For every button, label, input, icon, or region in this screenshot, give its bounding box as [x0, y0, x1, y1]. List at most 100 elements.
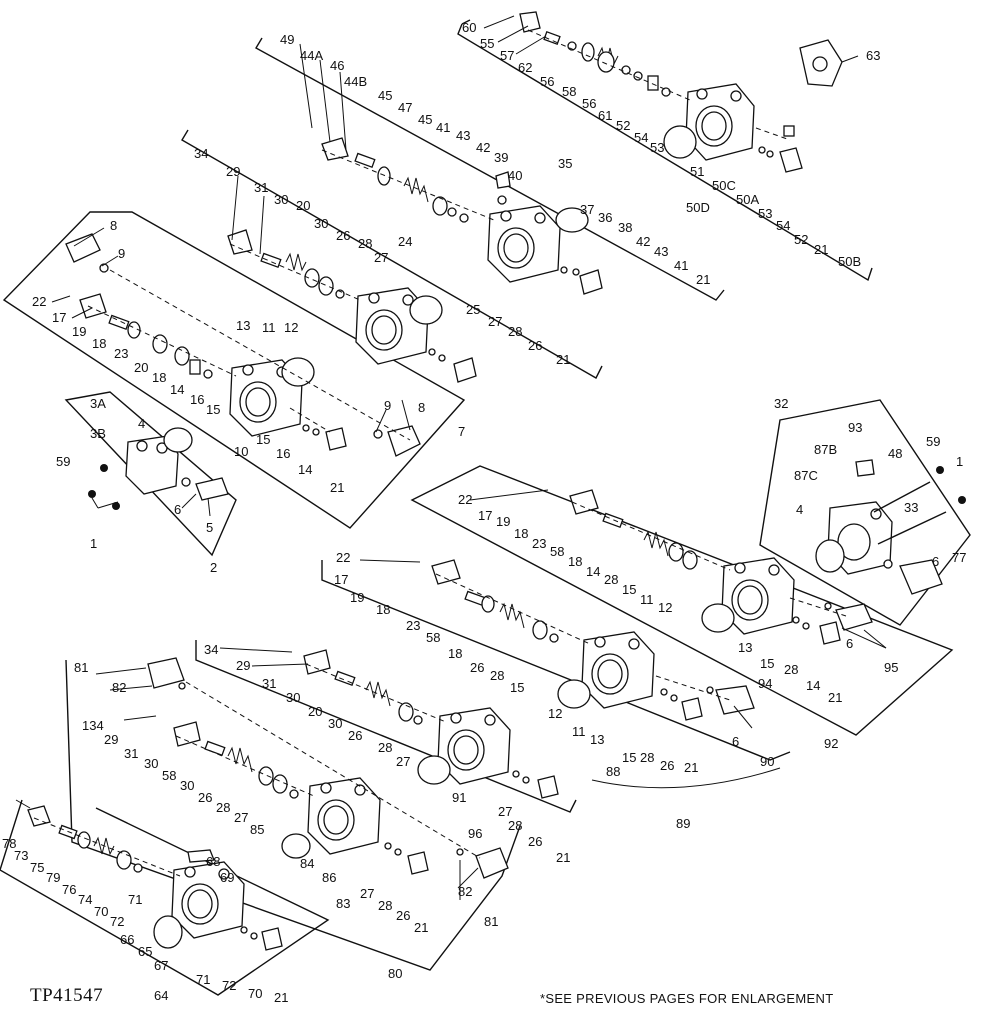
callout: 18: [376, 602, 390, 617]
small-parts: [27, 11, 966, 951]
callout: 8: [110, 218, 117, 233]
callout: 59: [56, 454, 70, 469]
callout: 25: [466, 302, 480, 317]
callout: 14: [170, 382, 184, 397]
callout: 18: [152, 370, 166, 385]
valve-bodies: [125, 83, 893, 939]
callout: 26: [396, 908, 410, 923]
callout: 75: [30, 860, 44, 875]
callout: 30: [286, 690, 300, 705]
callout: 64: [154, 988, 168, 1003]
callout: 45: [378, 88, 392, 103]
callout: 18: [514, 526, 528, 541]
callout: 27: [396, 754, 410, 769]
callout: 67: [154, 958, 168, 973]
callout: 6: [846, 636, 853, 651]
callout: 35: [558, 156, 572, 171]
callout: 15: [510, 680, 524, 695]
footnote: *SEE PREVIOUS PAGES FOR ENLARGEMENT: [540, 991, 834, 1006]
callout: 14: [298, 462, 312, 477]
callout: 63: [866, 48, 880, 63]
callout: 28: [640, 750, 654, 765]
callout: 92: [824, 736, 838, 751]
callout: 16: [276, 446, 290, 461]
callout: 36: [598, 210, 612, 225]
callout: 31: [262, 676, 276, 691]
callout: 31: [124, 746, 138, 761]
callout: 19: [350, 590, 364, 605]
callout: 88: [606, 764, 620, 779]
callout: 15: [622, 582, 636, 597]
callout: 31: [254, 180, 268, 195]
callout: 72: [222, 978, 236, 993]
callout: 13: [236, 318, 250, 333]
callout: 21: [814, 242, 828, 257]
callout: 21: [684, 760, 698, 775]
callout: 28: [508, 324, 522, 339]
callout: 26: [198, 790, 212, 805]
callout: 17: [52, 310, 66, 325]
callout: 46: [330, 58, 344, 73]
callout: 44B: [344, 74, 367, 89]
callout: 30: [274, 192, 288, 207]
callout: 18: [448, 646, 462, 661]
callout: 22: [32, 294, 46, 309]
callout: 11: [640, 592, 654, 607]
callout: 34: [194, 146, 208, 161]
callout: 50A: [736, 192, 759, 207]
callout: 95: [884, 660, 898, 675]
callout: 58: [162, 768, 176, 783]
callout: 20: [296, 198, 310, 213]
callout: 55: [480, 36, 494, 51]
callout: 73: [14, 848, 28, 863]
callout: 77: [952, 550, 966, 565]
callout: 21: [556, 850, 570, 865]
callout-labels: 60 55 57 62 56 58 56 61 52 54 53 51 50C …: [2, 20, 966, 1005]
callout: 89: [676, 816, 690, 831]
callout: 11: [572, 724, 586, 739]
callout: 80: [388, 966, 402, 981]
callout: 48: [888, 446, 902, 461]
callout: 26: [528, 834, 542, 849]
callout: 50C: [712, 178, 736, 193]
callout: 17: [334, 572, 348, 587]
callout: 43: [654, 244, 668, 259]
callout: 4: [138, 416, 145, 431]
callout: 8: [418, 400, 425, 415]
callout: 51: [690, 164, 704, 179]
callout: 2: [210, 560, 217, 575]
figure-id: TP41547: [30, 985, 104, 1006]
callout: 50D: [686, 200, 710, 215]
callout: 28: [358, 236, 372, 251]
callout: 6: [174, 502, 181, 517]
callout: 86: [322, 870, 336, 885]
callout: 47: [398, 100, 412, 115]
callout: 53: [758, 206, 772, 221]
callout: 13: [738, 640, 752, 655]
callout: 81: [74, 660, 88, 675]
callout: 54: [634, 130, 648, 145]
callout: 26: [528, 338, 542, 353]
callout: 5: [206, 520, 213, 535]
callout: 37: [580, 202, 594, 217]
callout: 42: [636, 234, 650, 249]
callout: 29: [226, 164, 240, 179]
callout: 14: [586, 564, 600, 579]
callout: 57: [500, 48, 514, 63]
callout: 15: [760, 656, 774, 671]
callout: 28: [784, 662, 798, 677]
callout: 41: [674, 258, 688, 273]
callout: 81: [484, 914, 498, 929]
callout: 27: [488, 314, 502, 329]
callout: 83: [336, 896, 350, 911]
callout: 26: [336, 228, 350, 243]
callout: 71: [196, 972, 210, 987]
callout: 6: [932, 554, 939, 569]
callout: 78: [2, 836, 16, 851]
callout: 79: [46, 870, 60, 885]
group-frames: [0, 19, 971, 996]
callout: 15: [256, 432, 270, 447]
callout: 3B: [90, 426, 106, 441]
callout: 32: [774, 396, 788, 411]
